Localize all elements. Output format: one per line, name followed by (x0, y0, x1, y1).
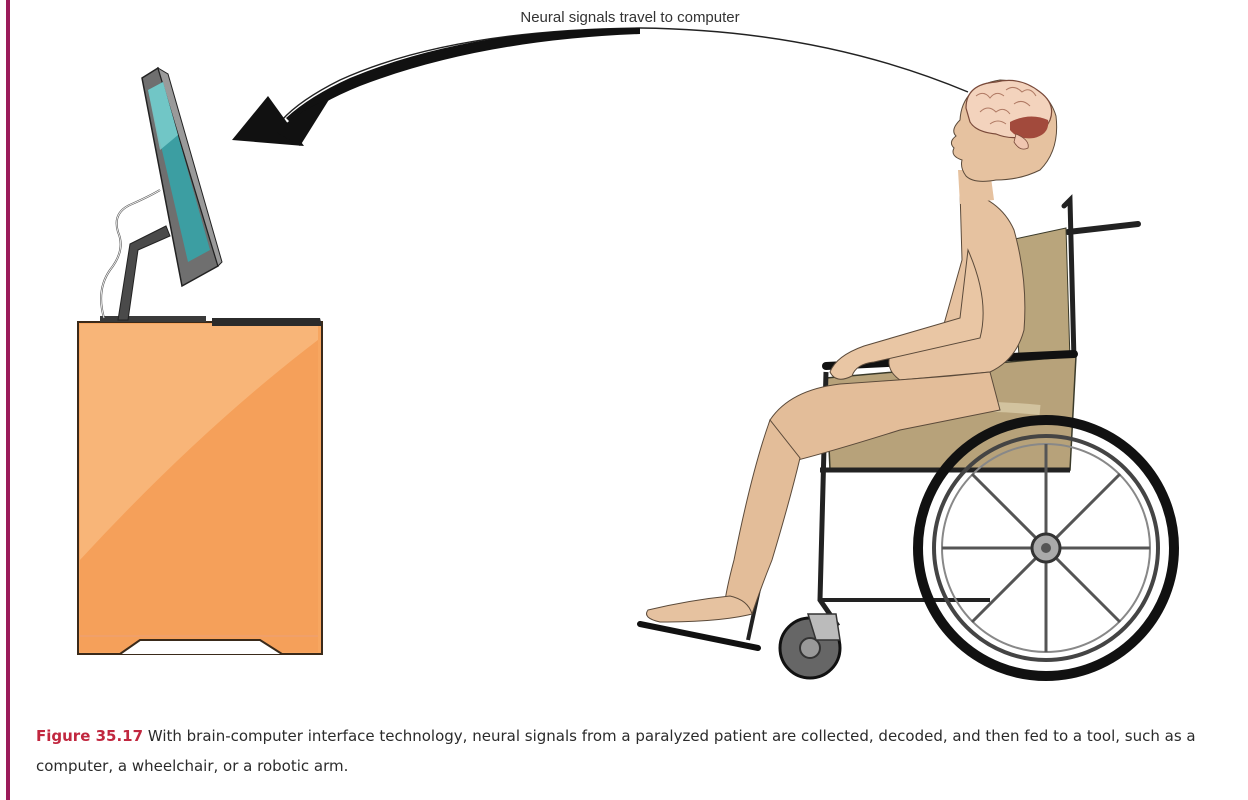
patient-figure (647, 80, 1057, 622)
figure-caption: Figure 35.17 With brain-computer interfa… (36, 721, 1226, 781)
figure-number: Figure 35.17 (36, 727, 143, 745)
caption-text: With brain-computer interface technology… (36, 727, 1196, 775)
arrow-label: Neural signals travel to computer (440, 9, 820, 26)
figure-illustration: Neural signals travel to computer (0, 0, 1248, 690)
desk (78, 316, 322, 654)
neural-signal-arrow (232, 28, 968, 146)
computer-monitor (101, 68, 222, 320)
